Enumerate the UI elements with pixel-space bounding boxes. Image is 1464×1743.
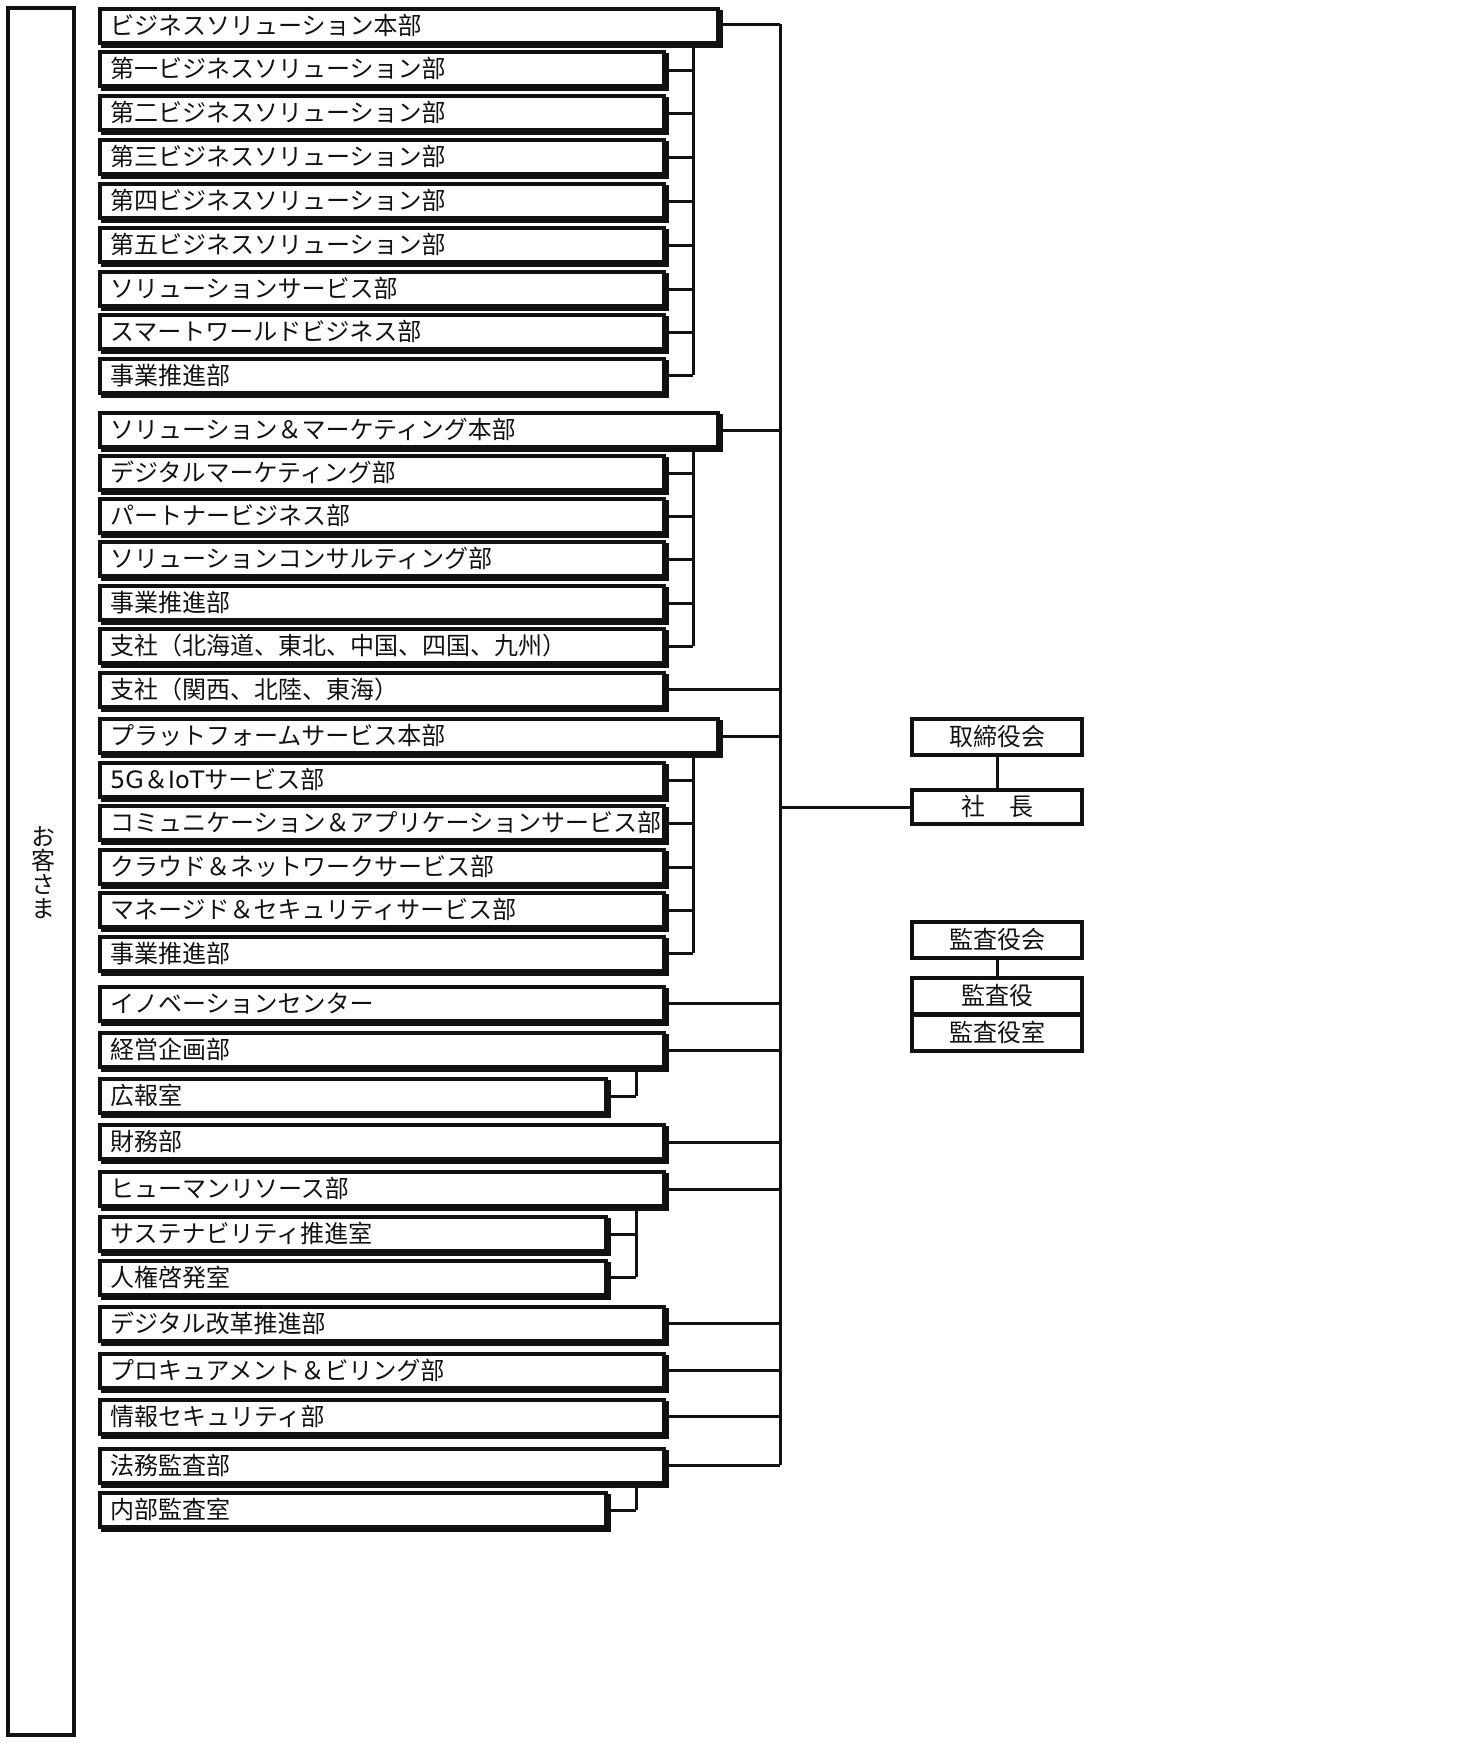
department-box: 事業推進部 (98, 357, 666, 395)
connector-line (780, 806, 910, 809)
connector-line (608, 1276, 636, 1279)
department-box: ソリューション＆マーケティング本部 (98, 411, 720, 449)
department-box: デジタル改革推進部 (98, 1305, 666, 1343)
department-box: コミュニケーション＆アプリケーションサービス部 (98, 804, 666, 842)
department-box: ヒューマンリソース部 (98, 1170, 666, 1208)
audit-board-box: 監査役会 (910, 920, 1084, 960)
auditor-office-box: 監査役室 (910, 1013, 1084, 1053)
connector-line (996, 757, 999, 788)
customers-box: お客さま (6, 6, 76, 1737)
department-box: 支社（関西、北陸、東海） (98, 671, 666, 709)
department-box: サステナビリティ推進室 (98, 1215, 608, 1253)
department-box: マネージド＆セキュリティサービス部 (98, 891, 666, 929)
department-box: 第三ビジネスソリューション部 (98, 138, 666, 176)
connector-line (635, 1208, 638, 1277)
connector-line (720, 23, 780, 26)
connector-line (608, 1509, 636, 1512)
connector-line (666, 952, 693, 955)
connector-line (635, 1069, 638, 1096)
department-box: プロキュアメント＆ビリング部 (98, 1352, 666, 1390)
department-box: 内部監査室 (98, 1491, 608, 1529)
connector-line (635, 1485, 638, 1510)
connector-line (692, 755, 695, 953)
department-box: 広報室 (98, 1077, 608, 1115)
connector-line (608, 1095, 636, 1098)
department-box: 人権啓発室 (98, 1259, 608, 1297)
connector-line (666, 331, 693, 334)
connector-line (720, 429, 780, 432)
connector-line (666, 688, 780, 691)
department-box: クラウド＆ネットワークサービス部 (98, 848, 666, 886)
department-box: 経営企画部 (98, 1031, 666, 1069)
connector-line (779, 24, 782, 1465)
connector-line (666, 1049, 780, 1052)
connector-line (608, 1233, 636, 1236)
department-box: 5G＆IoTサービス部 (98, 761, 666, 799)
connector-line (666, 1141, 780, 1144)
connector-line (666, 1369, 780, 1372)
department-box: ソリューションコンサルティング部 (98, 540, 666, 578)
connector-line (666, 112, 693, 115)
connector-line (666, 244, 693, 247)
department-box: 第四ビジネスソリューション部 (98, 182, 666, 220)
department-box: 第一ビジネスソリューション部 (98, 50, 666, 88)
department-box: ビジネスソリューション本部 (98, 7, 720, 45)
connector-line (666, 69, 693, 72)
connector-line (666, 374, 693, 377)
department-box: スマートワールドビジネス部 (98, 313, 666, 351)
board-box: 取締役会 (910, 717, 1084, 757)
department-box: 第二ビジネスソリューション部 (98, 94, 666, 132)
department-box: 支社（北海道、東北、中国、四国、九州） (98, 627, 666, 665)
connector-line (666, 558, 693, 561)
connector-line (666, 822, 693, 825)
connector-line (996, 960, 999, 976)
connector-line (666, 1188, 780, 1191)
department-box: ソリューションサービス部 (98, 270, 666, 308)
auditor-box: 監査役 (910, 976, 1084, 1016)
connector-line (666, 909, 693, 912)
connector-line (692, 449, 695, 646)
connector-line (666, 515, 693, 518)
department-box: デジタルマーケティング部 (98, 454, 666, 492)
connector-line (666, 645, 693, 648)
connector-line (666, 472, 693, 475)
department-box: パートナービジネス部 (98, 497, 666, 535)
department-box: 事業推進部 (98, 584, 666, 622)
connector-line (720, 735, 780, 738)
connector-line (666, 866, 693, 869)
connector-line (666, 1415, 780, 1418)
connector-line (666, 1322, 780, 1325)
department-box: プラットフォームサービス本部 (98, 717, 720, 755)
connector-line (666, 602, 693, 605)
connector-line (666, 200, 693, 203)
department-box: 法務監査部 (98, 1447, 666, 1485)
connector-line (666, 156, 693, 159)
department-box: 第五ビジネスソリューション部 (98, 226, 666, 264)
president-box: 社 長 (910, 788, 1084, 826)
connector-line (666, 1464, 780, 1467)
connector-line (666, 1002, 780, 1005)
department-box: イノベーションセンター (98, 985, 666, 1023)
department-box: 財務部 (98, 1123, 666, 1161)
department-box: 情報セキュリティ部 (98, 1398, 666, 1436)
connector-line (666, 779, 693, 782)
department-box: 事業推進部 (98, 935, 666, 973)
connector-line (666, 288, 693, 291)
connector-line (692, 45, 695, 375)
customers-label: お客さま (26, 823, 55, 920)
